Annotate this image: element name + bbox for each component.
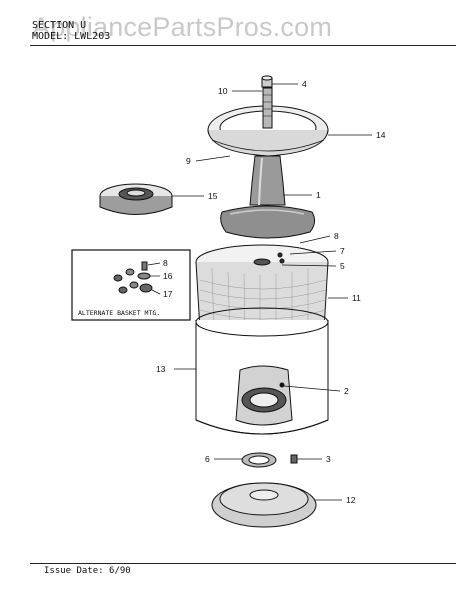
inset-part-16-washer [137, 272, 151, 280]
watermark: AppliancePartsPros.com [32, 12, 333, 42]
callout-7: 7 [340, 246, 345, 256]
callout-2: 2 [344, 386, 349, 396]
issue-date: Issue Date: 6/90 [44, 566, 131, 576]
model-value: LWL203 [74, 31, 111, 42]
part-2-hub [235, 365, 293, 426]
callout-16: 16 [163, 271, 173, 281]
callout-9: 9 [186, 156, 191, 166]
inset-title: ALTERNATE BASKET MTG. [78, 309, 160, 317]
callout-12: 12 [346, 495, 356, 505]
model-label: MODEL: [32, 31, 69, 42]
part-10-shaft-top [262, 87, 273, 129]
part-12-base [211, 482, 317, 528]
diagram-header: SECTION U MODEL: LWL203 [32, 20, 110, 42]
callout-15: 15 [208, 191, 218, 201]
callout-1: 1 [316, 190, 321, 200]
section-label: SECTION [32, 20, 75, 31]
header-rule [30, 45, 456, 46]
section-value: U [80, 20, 87, 31]
inset-part-17-nut [139, 283, 153, 293]
inset-alternate-basket-mtg [71, 249, 191, 321]
inset-part-8-bolt [141, 261, 148, 271]
leader-lines [147, 83, 372, 501]
part-15-cap [99, 183, 173, 215]
callout-10: 10 [218, 86, 228, 96]
callout-5: 5 [340, 261, 345, 271]
callout-4: 4 [302, 79, 307, 89]
part-6-gasket [241, 452, 277, 468]
part-4-cap [261, 75, 273, 88]
part-1-agitator [220, 155, 316, 239]
part-3-nut [290, 454, 298, 464]
footer-rule [30, 563, 456, 564]
callout-14: 14 [376, 130, 386, 140]
callout-3: 3 [326, 454, 331, 464]
callout-6: 6 [205, 454, 210, 464]
callout-8: 8 [334, 231, 339, 241]
callout-11: 11 [352, 293, 361, 303]
callout-inset-8: 8 [163, 258, 168, 268]
callout-17: 17 [163, 289, 173, 299]
callout-13: 13 [156, 364, 166, 374]
callout-labels: 4 10 14 9 1 15 8 7 5 11 13 2 6 3 12 8 16… [78, 79, 386, 505]
